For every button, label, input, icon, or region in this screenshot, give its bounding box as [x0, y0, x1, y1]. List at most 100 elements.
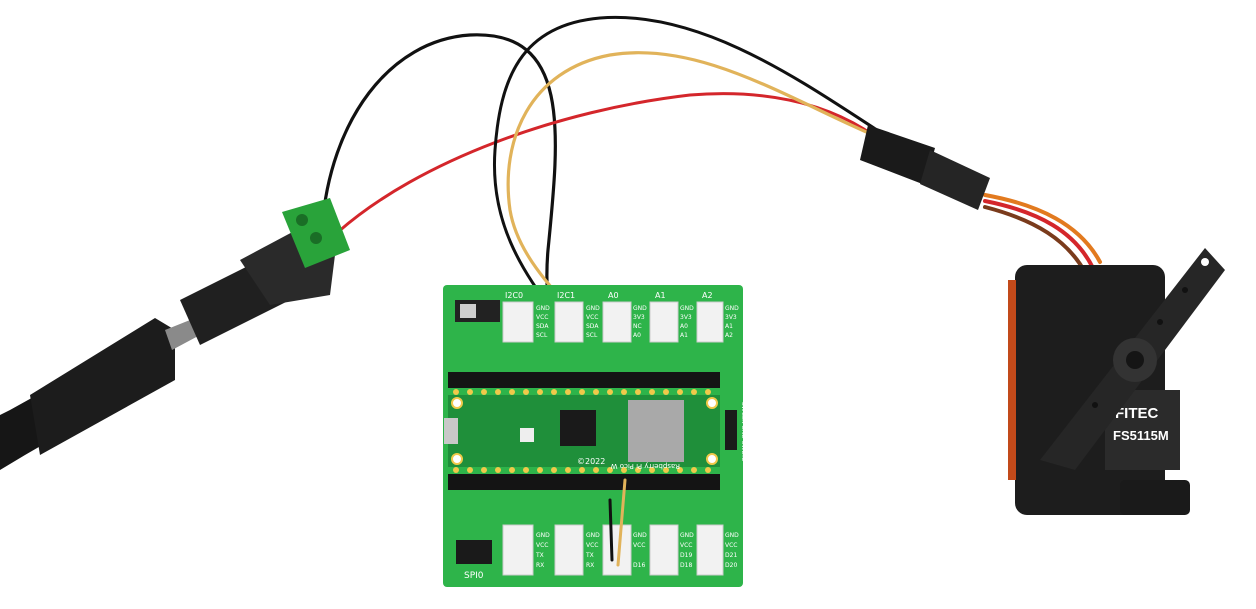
servo-cable-red — [983, 199, 1095, 270]
rp2040-chip — [560, 410, 596, 446]
svg-text:3V3: 3V3 — [633, 314, 645, 321]
svg-text:D20: D20 — [725, 562, 737, 569]
grove-top-row: I2C0 GND VCC SDA SCL I2C1 GND VCC SDA SC… — [502, 291, 739, 343]
mounting-hole-bottom-right — [706, 453, 718, 465]
grove-port-a1: A1 GND 3V3 A0 A1 — [649, 291, 694, 343]
svg-text:VCC: VCC — [586, 542, 598, 549]
svg-text:GND: GND — [586, 532, 600, 539]
red-wire-power — [336, 92, 882, 234]
svg-text:GND: GND — [725, 305, 739, 312]
servo-cable-orange — [983, 193, 1102, 264]
svg-text:I2C1: I2C1 — [557, 291, 575, 300]
grove-port-uart1: GND VCC TX RX — [554, 524, 600, 576]
svg-text:GND: GND — [725, 532, 739, 539]
dupont-plug-servo-side — [920, 150, 990, 210]
servo-horn-hole-1 — [1201, 258, 1209, 266]
pico-label: Raspberry Pi Pico W — [611, 462, 680, 470]
spi-header — [456, 540, 492, 564]
svg-text:D16: D16 — [633, 562, 645, 569]
swd-header — [725, 410, 737, 450]
svg-text:SCL: SCL — [586, 332, 598, 339]
svg-text:A2: A2 — [702, 291, 713, 300]
svg-text:GND: GND — [586, 305, 600, 312]
servo-cable-edge — [1008, 280, 1016, 480]
barrel-jack-adapter — [0, 198, 350, 470]
servo-cable-brown — [983, 205, 1088, 276]
svg-text:TX: TX — [535, 552, 544, 559]
svg-text:A0: A0 — [680, 323, 688, 330]
svg-text:NC: NC — [633, 323, 642, 330]
grove-port-d20: GND VCC D21 D20 — [696, 524, 739, 576]
mounting-hole-top-left — [451, 397, 463, 409]
dc-plug-body — [30, 318, 175, 455]
svg-text:GND: GND — [680, 305, 694, 312]
svg-text:A2: A2 — [725, 332, 733, 339]
usb-connector — [444, 418, 458, 444]
svg-text:GND: GND — [536, 305, 550, 312]
svg-text:VCC: VCC — [680, 542, 692, 549]
svg-text:VCC: VCC — [536, 542, 548, 549]
servo-model: FS5115M — [1113, 428, 1169, 443]
servo-horn-hole-2 — [1182, 287, 1188, 293]
svg-text:RX: RX — [536, 562, 544, 569]
grove-port-d16: GND VCC D16 — [602, 524, 647, 576]
pin-header-bottom — [448, 474, 720, 490]
wifi-shield-can — [628, 400, 684, 462]
svg-text:3V3: 3V3 — [725, 314, 737, 321]
svg-text:GND: GND — [680, 532, 694, 539]
header-pads-top — [453, 389, 711, 395]
grove-port-uart0: GND VCC TX RX — [502, 524, 550, 576]
svg-text:GND: GND — [633, 532, 647, 539]
svg-text:VCC: VCC — [725, 542, 737, 549]
mounting-hole-top-right — [706, 397, 718, 409]
svg-text:GND: GND — [536, 532, 550, 539]
svg-text:A0: A0 — [608, 291, 619, 300]
terminal-screw-2 — [310, 232, 322, 244]
spi-label: SPI0 — [464, 571, 484, 581]
svg-text:3V3: 3V3 — [680, 314, 692, 321]
servo-horn-hole-4 — [1092, 402, 1098, 408]
grove-port-d18: GND VCC D19 D18 — [649, 524, 694, 576]
svg-text:SCL: SCL — [536, 332, 548, 339]
svg-text:SDA: SDA — [536, 323, 549, 330]
servo-motor: FITEC FS5115M — [1008, 248, 1225, 515]
grove-shield-board: I2C0 GND VCC SDA SCL I2C1 GND VCC SDA SC… — [443, 285, 747, 587]
svg-text:A1: A1 — [725, 323, 733, 330]
servo-horn-hole-3 — [1157, 319, 1163, 325]
wire-ends-on-board — [608, 478, 627, 567]
pico-year: ©2022 — [577, 457, 605, 466]
svg-text:D18: D18 — [680, 562, 692, 569]
pin-header-top — [448, 372, 720, 388]
svg-text:VCC: VCC — [633, 542, 645, 549]
terminal-screw-1 — [296, 214, 308, 226]
mounting-hole-bottom-left — [451, 453, 463, 465]
svg-text:D21: D21 — [725, 552, 737, 559]
servo-connector — [860, 125, 990, 210]
svg-text:VCC: VCC — [586, 314, 598, 321]
grove-bottom-row: GND VCC TX RX GND VCC TX RX GND VCC D16 … — [502, 524, 739, 576]
svg-text:A1: A1 — [680, 332, 688, 339]
svg-text:RX: RX — [586, 562, 594, 569]
svg-text:VCC: VCC — [536, 314, 548, 321]
svg-text:A0: A0 — [633, 332, 641, 339]
dc-plug-ring — [165, 318, 200, 350]
svg-text:I2C0: I2C0 — [505, 291, 523, 300]
swd-label: SWCLK GND SWDIO — [740, 402, 747, 462]
servo-mounting-tab — [1120, 480, 1190, 515]
grove-port-a2: A2 GND 3V3 A1 A2 — [696, 291, 739, 343]
svg-text:D19: D19 — [680, 552, 692, 559]
dupont-plug-board-side — [860, 125, 935, 185]
servo-shaft-screw — [1126, 351, 1144, 369]
servo-brand: FITEC — [1115, 405, 1158, 422]
header-pads-bottom — [453, 467, 711, 473]
svg-text:TX: TX — [585, 552, 594, 559]
power-switch-knob — [460, 304, 476, 318]
svg-text:SDA: SDA — [586, 323, 599, 330]
svg-text:A1: A1 — [655, 291, 666, 300]
bootsel-button — [520, 428, 534, 442]
grove-port-i2c0: I2C0 GND VCC SDA SCL — [502, 291, 550, 343]
grove-port-a0: A0 GND 3V3 NC A0 — [602, 291, 647, 343]
svg-text:GND: GND — [633, 305, 647, 312]
grove-port-i2c1: I2C1 GND VCC SDA SCL — [554, 291, 600, 343]
